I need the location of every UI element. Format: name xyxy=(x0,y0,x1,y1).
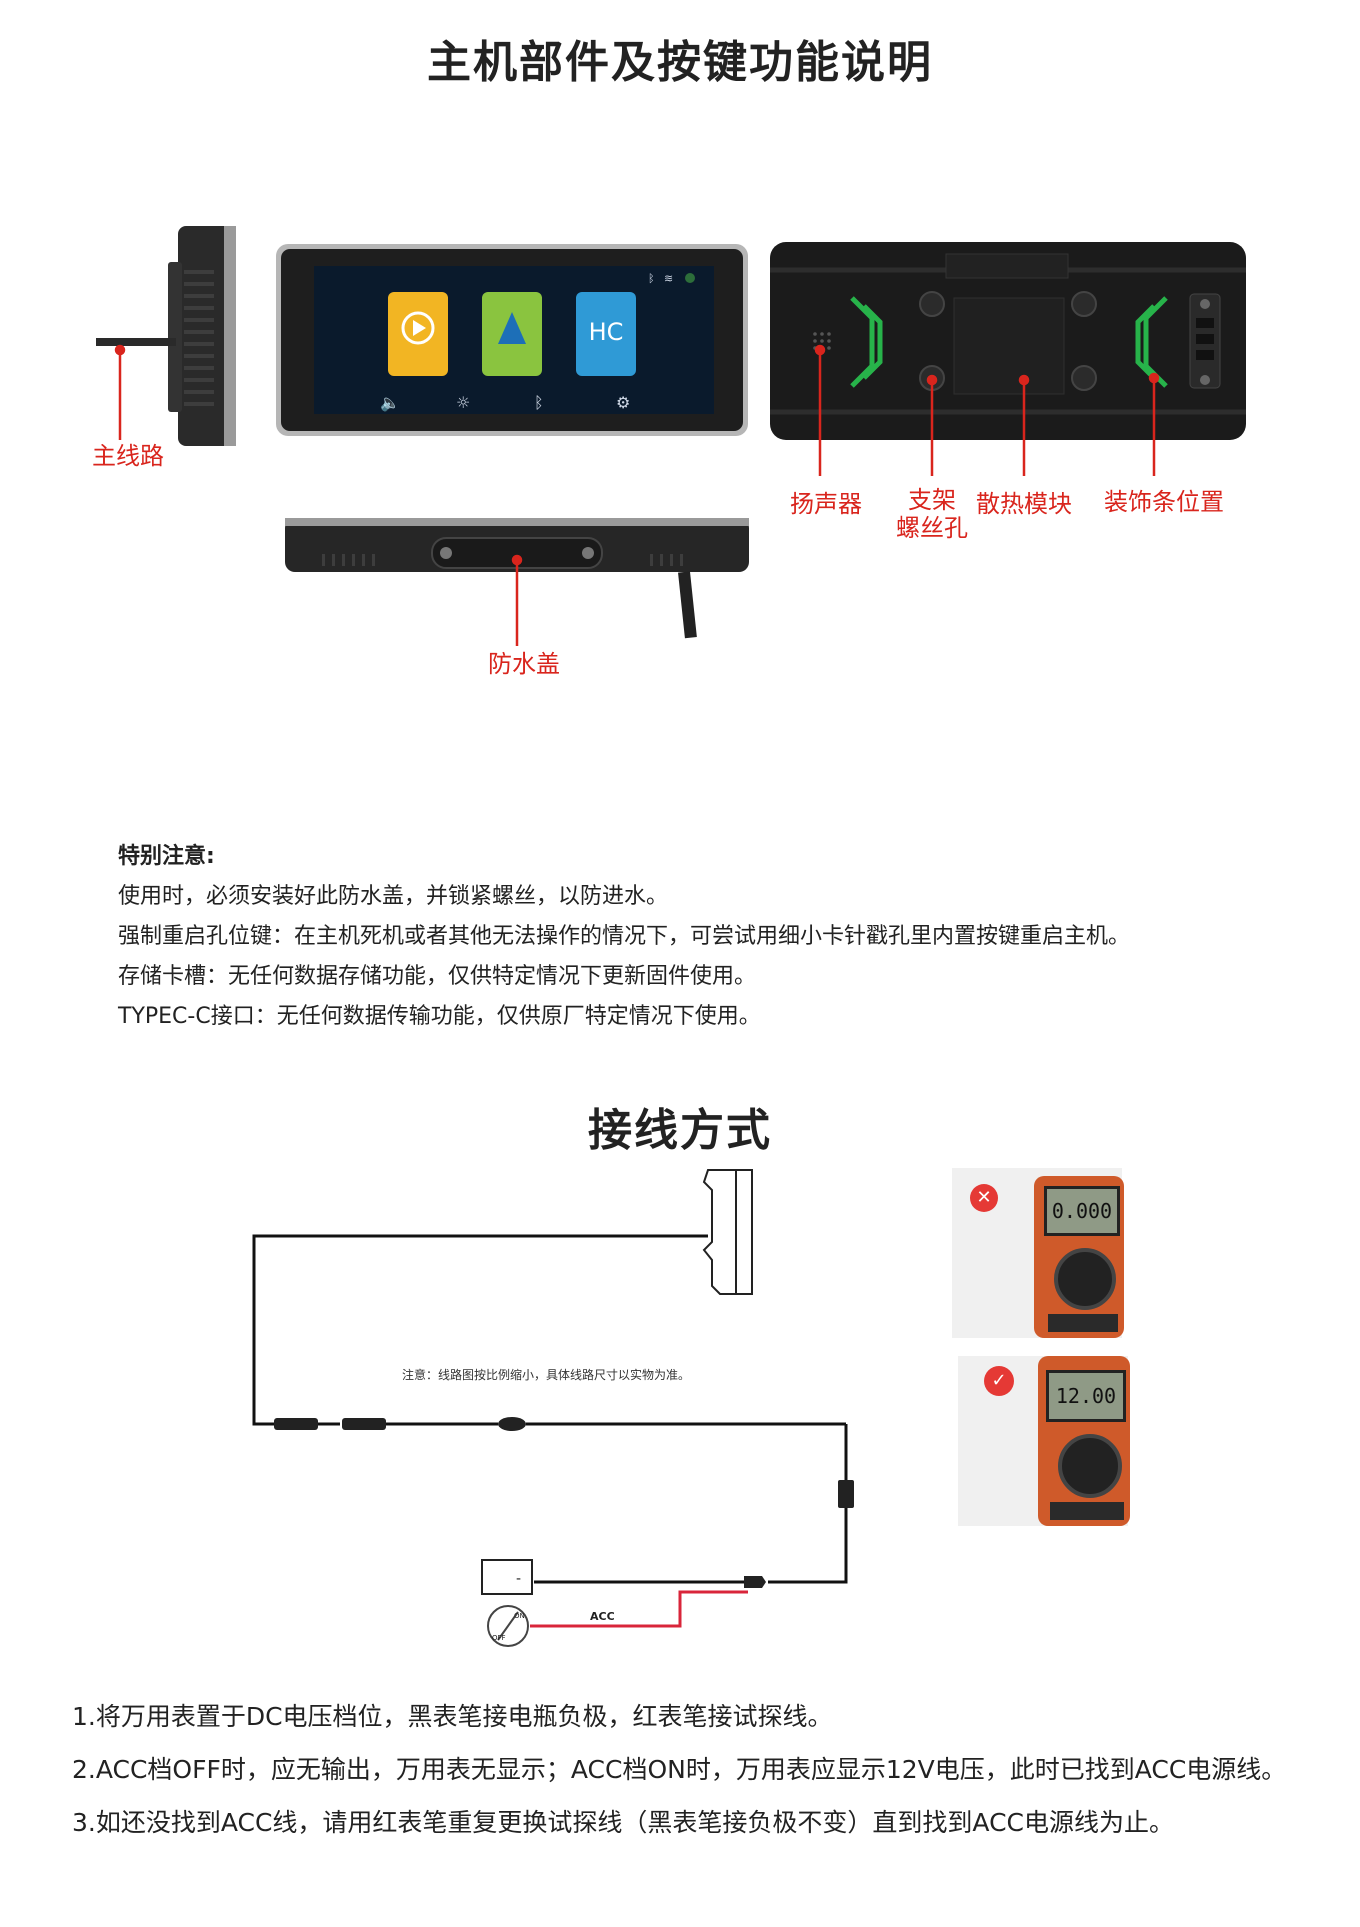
meter-reading-wrong: 0.000 xyxy=(1044,1186,1120,1236)
step-item: 2.ACC档OFF时，应无输出，万用表无显示；ACC档ON时，万用表应显示12V… xyxy=(72,1755,1287,1784)
device-side-view xyxy=(96,226,236,446)
wiring-steps: 1.将万用表置于DC电压档位，黑表笔接电瓶负极，红表笔接试探线。 2.ACC档O… xyxy=(72,1690,1302,1849)
step-item: 1.将万用表置于DC电压档位，黑表笔接电瓶负极，红表笔接试探线。 xyxy=(72,1702,833,1731)
wiring-diagram: - ACC ON OFF xyxy=(252,1169,854,1647)
label-heat-module: 散热模块 xyxy=(976,490,1072,518)
settings-icon: ⚙ xyxy=(616,393,630,412)
label-main-wire: 主线路 xyxy=(92,442,164,470)
label-speaker: 扬声器 xyxy=(790,490,862,518)
correct-badge-icon: ✓ xyxy=(984,1366,1014,1396)
battery-negative-sign: - xyxy=(516,1571,521,1587)
device-front-view: HC 🔈 ☼ ᛒ ⚙ ᛒ ≋ xyxy=(276,244,748,436)
callout-lines xyxy=(114,344,1160,646)
brightness-icon: ☼ xyxy=(456,393,470,412)
meter-reading-correct: 12.00 xyxy=(1046,1370,1126,1422)
multimeter-correct: ✓ 12.00 xyxy=(958,1356,1130,1526)
notes-heading: 特别注意: xyxy=(118,844,215,869)
key-off-label: OFF xyxy=(492,1634,506,1642)
battery-icon xyxy=(481,1559,533,1595)
step-item: 3.如还没找到ACC线，请用红表笔重复更换试探线（黑表笔接负极不变）直到找到AC… xyxy=(72,1808,1175,1837)
wrong-badge-icon: ✕ xyxy=(970,1184,998,1212)
diagram-scale-note: 注意：线路图按比例缩小，具体线路尺寸以实物为准。 xyxy=(402,1368,691,1382)
carplay-app-icon xyxy=(388,292,448,376)
note-line: 存储卡槽：无任何数据存储功能，仅供特定情况下更新固件使用。 xyxy=(118,964,757,989)
note-line: 强制重启孔位键：在主机死机或者其他无法操作的情况下，可尝试用细小卡针戳孔里内置按… xyxy=(118,924,1131,949)
key-on-label: ON xyxy=(514,1612,525,1620)
acc-label: ACC xyxy=(590,1610,615,1623)
svg-text:HC: HC xyxy=(589,318,624,346)
note-line: TYPEC-C接口：无任何数据传输功能，仅供原厂特定情况下使用。 xyxy=(118,1004,761,1029)
label-bracket-screw-hole: 支架 螺丝孔 xyxy=(896,486,968,542)
bluetooth-status-icon: ᛒ xyxy=(648,272,655,285)
head-unit-outline xyxy=(702,1169,753,1295)
device-bottom-view xyxy=(285,518,749,639)
parts-section-title: 主机部件及按键功能说明 xyxy=(427,37,933,88)
label-trim-position: 装饰条位置 xyxy=(1104,488,1224,516)
wifi-status-icon: ≋ xyxy=(664,272,673,285)
volume-icon: 🔈 xyxy=(380,393,400,412)
device-illustration: HC 🔈 ☼ ᛒ ⚙ ᛒ ≋ xyxy=(96,226,1246,646)
note-line: 使用时，必须安装好此防水盖，并锁紧螺丝，以防进水。 xyxy=(118,884,669,909)
bluetooth-icon: ᛒ xyxy=(534,393,544,412)
hicar-app-icon xyxy=(576,292,636,376)
device-back-view xyxy=(770,242,1246,440)
label-waterproof-cover: 防水盖 xyxy=(488,650,560,678)
wiring-section-title: 接线方式 xyxy=(588,1105,772,1156)
special-notes: 特别注意: 使用时，必须安装好此防水盖，并锁紧螺丝，以防进水。 强制重启孔位键：… xyxy=(118,837,1130,1037)
multimeter-wrong: ✕ 0.000 xyxy=(952,1168,1124,1338)
